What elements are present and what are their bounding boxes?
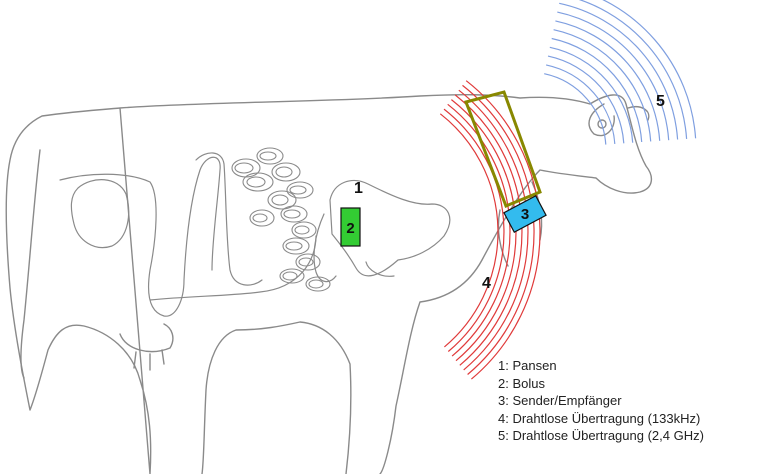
wave-24ghz-arc xyxy=(550,47,633,142)
wireless-133khz-marker: 4 xyxy=(482,275,491,292)
legend-item-pansen: 1: Pansen xyxy=(498,357,704,375)
kidney-shape xyxy=(71,180,128,248)
wave-24ghz-arc xyxy=(552,39,642,143)
wave-133khz-arc xyxy=(448,104,510,356)
legend-item-sender: 3: Sender/Empfänger xyxy=(498,392,704,410)
wireless-24ghz-waves xyxy=(544,0,695,145)
wireless-24ghz-marker: 5 xyxy=(656,93,665,110)
wave-24ghz-arc xyxy=(559,3,677,139)
legend-item-wireless-133khz: 4: Drahtlose Übertragung (133kHz) xyxy=(498,410,704,428)
legend: 1: Pansen 2: Bolus 3: Sender/Empfänger 4… xyxy=(498,357,704,445)
pansen-marker: 1 xyxy=(354,180,363,197)
wireless-133khz-waves xyxy=(440,81,540,379)
wave-133khz-arc xyxy=(444,109,504,351)
bolus-marker: 2 xyxy=(346,220,354,237)
legend-item-bolus: 2: Bolus xyxy=(498,375,704,393)
legend-item-wireless-24ghz: 5: Drahtlose Übertragung (2,4 GHz) xyxy=(498,427,704,445)
sender-marker: 3 xyxy=(521,206,529,223)
